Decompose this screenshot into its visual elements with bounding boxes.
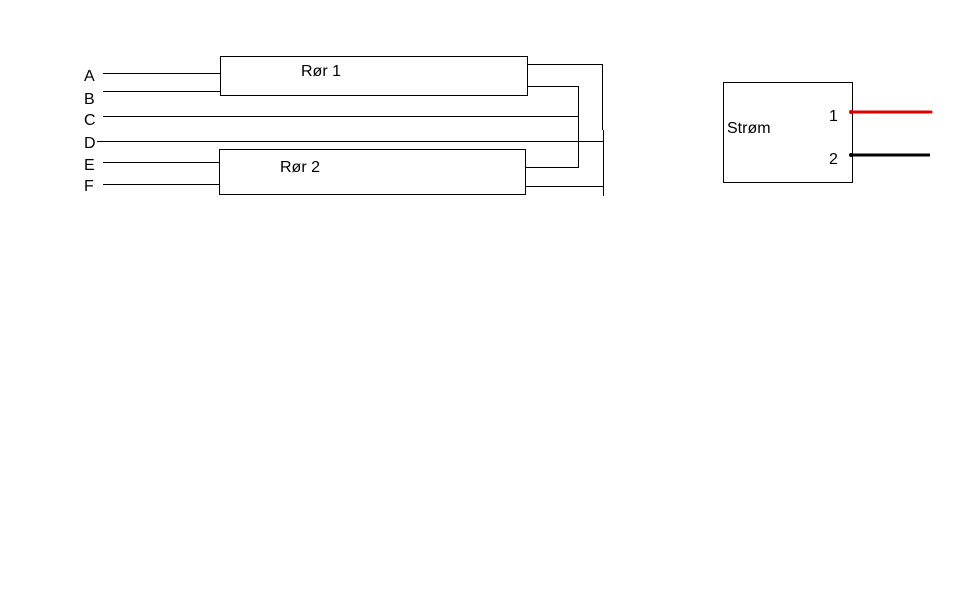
- terminal-1-end: [929, 110, 933, 114]
- terminal-2-dot: [849, 153, 853, 157]
- terminal-2-label: 2: [829, 151, 838, 168]
- wire-label-d: D: [84, 135, 96, 152]
- power-supply-label: Strøm: [727, 120, 771, 137]
- terminal-1-label: 1: [829, 108, 838, 125]
- power-supply: Strøm 1 2: [723, 82, 933, 183]
- wire-label-a: A: [84, 68, 95, 85]
- wire-label-c: C: [84, 112, 96, 129]
- tube-2: Rør 2: [219, 149, 526, 195]
- terminal-1-dot: [849, 110, 853, 114]
- tube-1: Rør 1: [220, 56, 528, 96]
- wire-label-b: B: [84, 91, 95, 108]
- tube-1-box: [220, 56, 528, 96]
- wire-label-f: F: [84, 178, 94, 195]
- wire-label-e: E: [84, 157, 95, 174]
- output-wires: [526, 64, 604, 196]
- tube-1-to-tube-2-link: [526, 86, 579, 168]
- input-wires: [97, 73, 603, 185]
- power-supply-box: [723, 82, 853, 183]
- tube-2-label: Rør 2: [280, 159, 320, 176]
- wire-labels: A B C D E F: [84, 68, 96, 195]
- tube-1-output-upper: [527, 64, 603, 130]
- tube-2-box: [219, 149, 526, 195]
- tube-1-label: Rør 1: [301, 63, 341, 80]
